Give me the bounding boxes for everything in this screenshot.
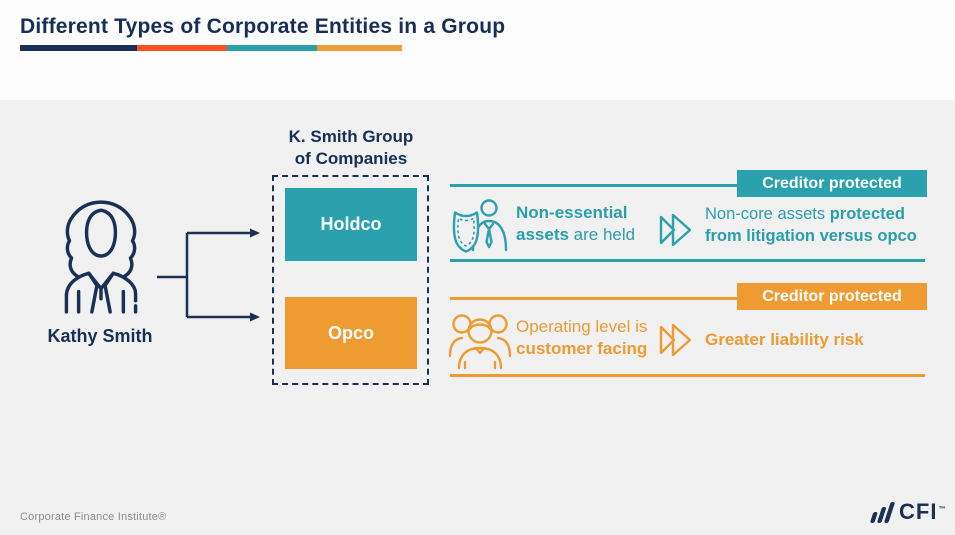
title-underline [20, 45, 402, 51]
underline-segment-red [137, 45, 227, 51]
group-dashed-box [272, 175, 429, 385]
row1-creditor-badge: Creditor protected [737, 170, 927, 197]
underline-segment-navy [20, 45, 137, 51]
header: Different Types of Corporate Entities in… [0, 0, 955, 100]
entity-holdco: Holdco [285, 188, 417, 261]
footer-credit: Corporate Finance Institute® [20, 511, 167, 523]
row1-right-text: Non-core assets protected from litigatio… [705, 205, 917, 245]
row2-creditor-badge: Creditor protected [737, 283, 927, 310]
entity-opco: Opco [285, 297, 417, 369]
row2-left-text: Operating level is customer facing [516, 317, 648, 358]
ownership-connector-arrows [150, 220, 270, 332]
woman-professional-icon [55, 196, 147, 316]
underline-segment-teal [227, 45, 317, 51]
double-chevron-icon [657, 212, 695, 248]
cfi-logo: CFI ™ [869, 499, 946, 524]
double-chevron-icon [657, 322, 695, 358]
underline-segment-amber [317, 45, 402, 51]
group-title: K. Smith Group of Companies [288, 127, 414, 168]
diagram-canvas: Kathy Smith K. Smith Group of Companies … [0, 100, 955, 535]
row1-top-rule [450, 184, 737, 187]
owner-name-label: Kathy Smith [47, 326, 153, 346]
cfi-trademark: ™ [938, 506, 946, 513]
cfi-logo-bars-icon [870, 502, 895, 523]
shield-person-icon [450, 198, 510, 256]
row1-bottom-rule [450, 259, 925, 262]
people-group-icon [448, 310, 512, 370]
cfi-logo-text: CFI [899, 499, 938, 524]
row1-left-text: Non-essential assets are held [516, 203, 636, 244]
page-title: Different Types of Corporate Entities in… [20, 15, 506, 38]
row2-bottom-rule [450, 374, 925, 377]
row2-top-rule [450, 297, 737, 300]
row2-right-text: Greater liability risk [705, 330, 864, 349]
